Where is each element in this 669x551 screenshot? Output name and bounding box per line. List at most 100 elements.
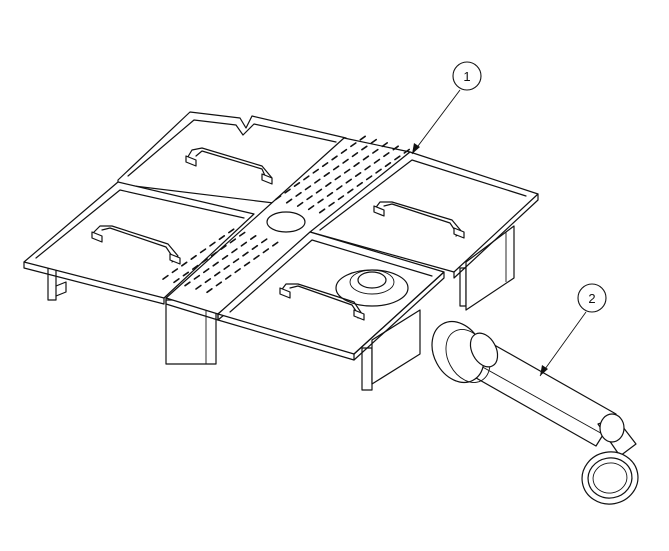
strip-slot [383,152,390,158]
strip-slot [271,241,279,247]
strip-slot [323,172,331,177]
strip-slot [342,158,349,164]
strip-slot [221,254,229,260]
strip-slot [372,148,379,154]
strip-slot [284,188,291,194]
strip-slot [229,238,237,244]
strip-slot [215,281,223,287]
strip-slot [220,244,227,250]
strip-slot [274,195,282,201]
strip-slot [234,268,241,274]
strip-slot [370,138,378,144]
strip-slot [181,261,188,267]
strip-slot [364,165,371,171]
strip-slot [243,261,251,267]
balloon-1-circle [452,61,482,91]
strip-slot [304,185,312,191]
strip-slot [354,172,362,177]
balloon-2-label: 2 [588,291,595,306]
strip-slot [347,188,354,194]
strip-drain-hole [266,211,306,233]
strip-slot [306,195,313,201]
strip-slot [225,274,232,280]
pipe-end-cap [431,320,499,384]
strip-slot [182,271,190,277]
strip-slot [232,258,240,264]
handle-back-left [185,147,273,185]
strip-slot [285,198,293,204]
strip-slot [253,254,260,260]
strip-slot [337,195,345,201]
leader-arrow-1 [412,143,420,154]
strip-slot [381,142,389,148]
pipe-outlet-ring [581,451,639,505]
strip-slot [375,168,382,174]
strip-slot [325,181,332,187]
strip-slot [384,162,392,168]
strip-slot [171,268,179,274]
strip-slot [353,162,360,168]
strip-slot [296,201,304,207]
lid-back-right [309,151,539,279]
strip-slot [250,235,257,240]
strip-slot [193,274,201,280]
strip-slot [365,175,373,181]
strip-slot [356,181,364,187]
strip-slot [295,191,302,197]
drain-pipe [431,320,639,505]
strip-slot [204,278,212,284]
strip-slot [362,155,370,161]
lid-front-right [217,231,445,361]
strip-slot [351,152,359,158]
strip-slot [214,271,221,277]
strip-slot [223,264,230,270]
strip-slot [307,205,315,211]
strip-slot [293,182,301,187]
leader-line-2 [539,311,587,377]
strip-slot [212,261,219,267]
strip-slot [195,284,202,290]
strip-slot [262,248,270,254]
strip-slot [260,238,268,244]
handle-front-right [279,283,365,321]
drain-opening [335,269,409,307]
strip-slot [394,155,401,161]
tray-assembly [23,111,539,391]
strip-slot [332,165,340,171]
strip-slot [251,244,259,250]
strip-slot [303,175,310,181]
strip-slots [162,135,411,294]
lid-back-left [117,111,347,205]
strip-slot [321,162,329,168]
strip-slot [334,175,342,181]
strip-slot [317,198,324,204]
strip-slot [203,268,210,274]
handle-front-left [91,225,181,265]
strip-slot [184,281,191,287]
leader-line-1 [411,89,461,155]
strip-slot [340,148,348,154]
strip-slot [239,231,246,237]
balloon-1-label: 1 [463,69,470,84]
strip-slot [343,168,351,174]
strip-slot [331,155,338,161]
strip-slot [218,235,226,241]
strip-slot [359,135,367,141]
strip-slot [240,241,248,247]
handle-back-right [373,201,465,239]
strip-slot [312,168,320,174]
strip-slot [373,158,381,164]
strip-slot [403,148,411,154]
strip-slot [242,251,249,257]
strip-slot [206,287,213,294]
strip-slot [328,201,335,207]
strip-slot [192,264,199,270]
strip-slot [350,142,357,148]
balloon-2-circle [577,283,607,313]
strip-slot [201,258,208,264]
strip-slot [345,178,353,184]
strip-slot [231,248,238,254]
balloon-1: 1 [411,61,482,155]
